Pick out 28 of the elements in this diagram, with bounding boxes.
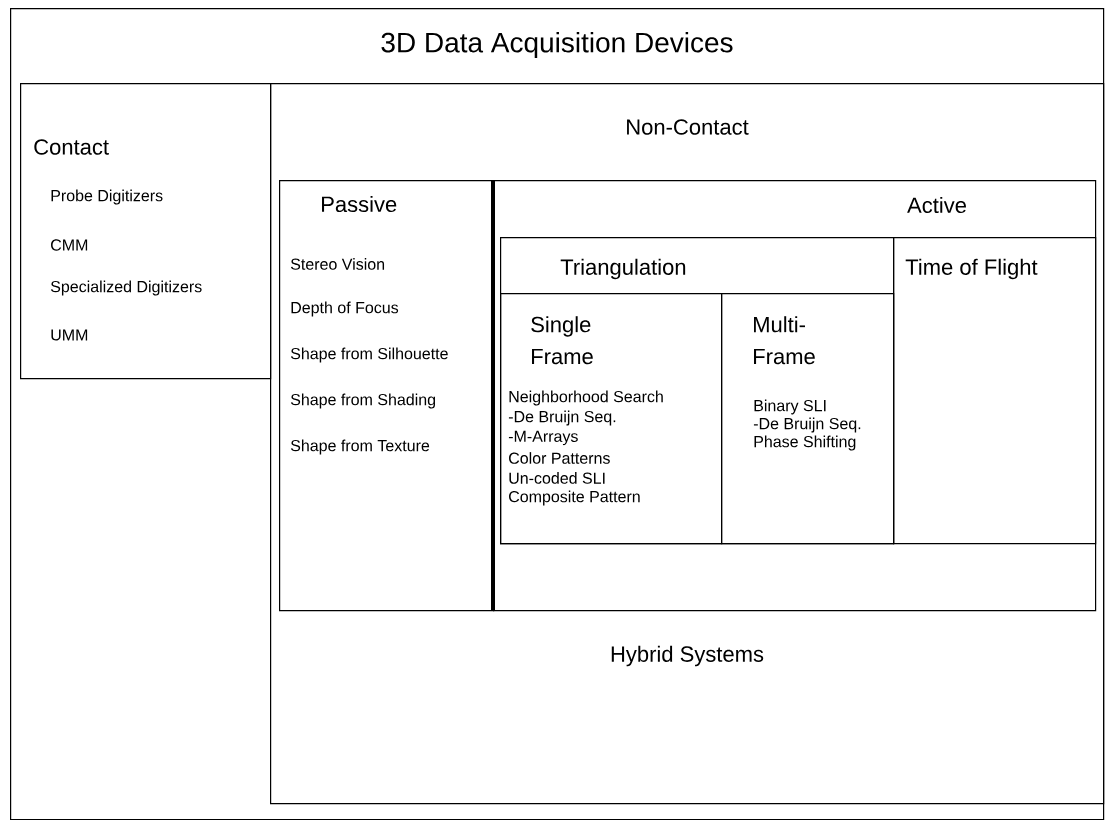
list-item: Phase Shifting — [754, 435, 856, 451]
category-heading: 3D Data Acquisition Devices — [381, 31, 733, 59]
list-item: Specialized Digitizers — [50, 280, 202, 296]
list-item: CMM — [51, 239, 88, 251]
category-heading: Passive — [322, 195, 397, 213]
list-item: Composite Pattern — [509, 490, 640, 506]
list-item: -De Bruijn Seq. — [753, 417, 861, 433]
category-heading: Non-Contact — [627, 119, 749, 135]
list-item: Shape from Silhouette — [290, 347, 448, 363]
list-item: Stereo Vision — [290, 258, 385, 270]
category-heading: Hybrid Systems — [611, 645, 764, 667]
category-heading: Multi-Frame — [754, 316, 815, 365]
category-heading: Single Frame — [531, 316, 593, 365]
list-item: Shape from Shading — [290, 393, 435, 409]
list-item: Shape from Texture — [290, 439, 430, 455]
list-item: Probe Digitizers — [51, 189, 163, 205]
category-heading: Active — [907, 196, 966, 214]
category-heading: Time of Flight — [905, 258, 1038, 280]
category-heading: Triangulation — [560, 258, 686, 280]
list-item: Color Patterns — [509, 452, 610, 464]
list-item: -De Bruijn Seq. — [508, 410, 616, 426]
list-item: Un-coded SLI — [509, 472, 605, 484]
list-item: Neighborhood Search — [509, 390, 663, 406]
list-item: Binary SLI — [754, 399, 826, 415]
category-heading: Contact — [34, 139, 109, 155]
list-item: Depth of Focus — [291, 301, 399, 317]
list-item: UMM — [51, 329, 88, 341]
list-item: -M-Arrays — [508, 430, 578, 446]
